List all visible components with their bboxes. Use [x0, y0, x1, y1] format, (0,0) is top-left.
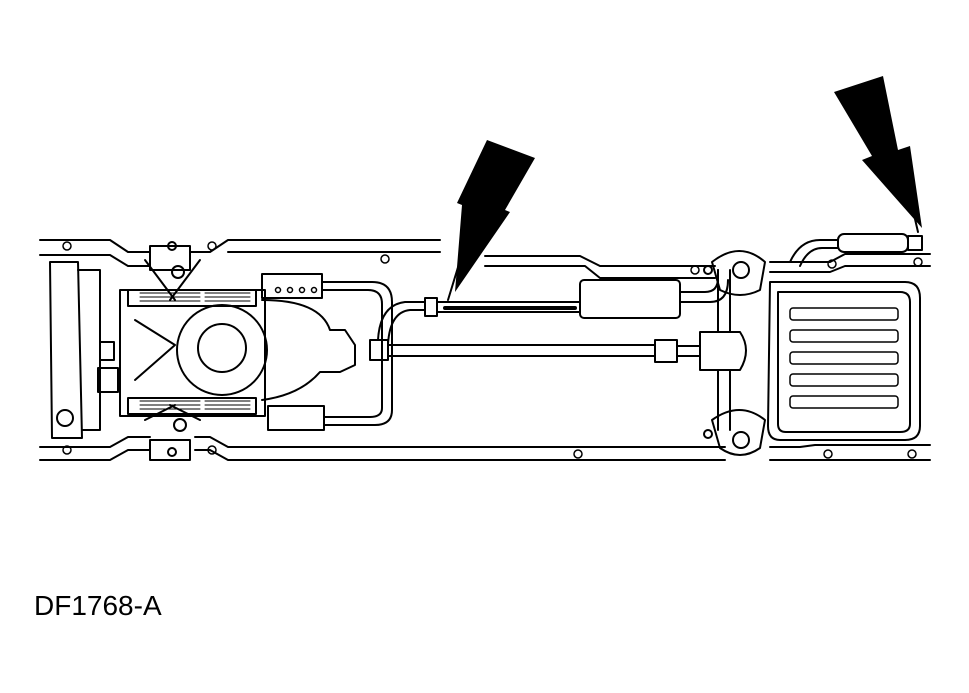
callout-leader-lines: [447, 179, 919, 301]
radiator: [49, 261, 119, 439]
tailpipe: [789, 233, 923, 267]
frame-rail-upper: [39, 239, 931, 279]
rear-axle: [699, 250, 766, 456]
front-suspension: [144, 241, 201, 461]
engine: [119, 273, 356, 431]
driveshaft: [369, 339, 701, 363]
fuel-tank: [767, 281, 921, 441]
frame-rail-lower: [39, 436, 931, 461]
callout-arrow-icon: [455, 76, 922, 292]
exhaust-system: [321, 269, 729, 426]
frame-bolts: [62, 241, 923, 459]
figure-id-label: DF1768-A: [34, 590, 162, 621]
